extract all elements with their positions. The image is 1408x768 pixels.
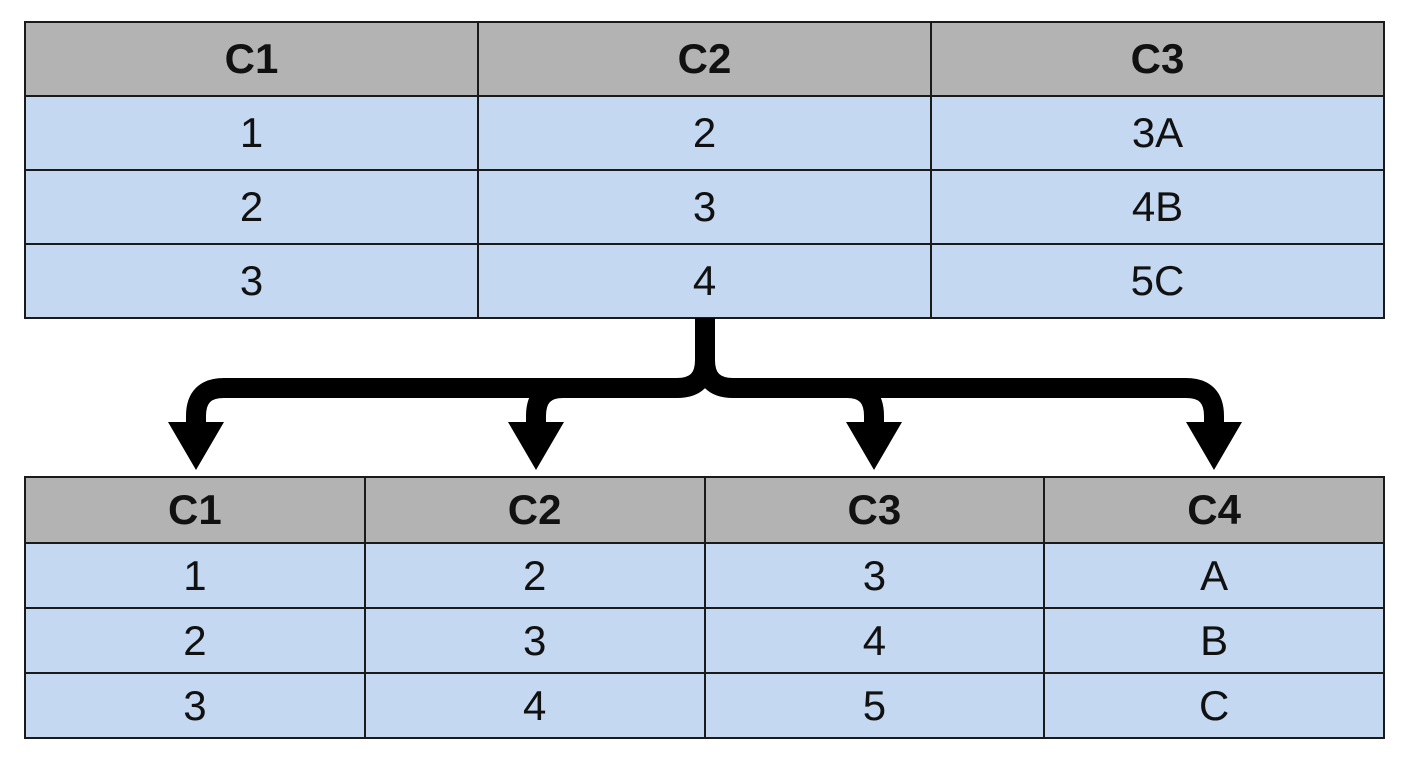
- source-cell: 4B: [930, 169, 1385, 245]
- source-cell: 5C: [930, 243, 1385, 319]
- source-row: 1 2 3A: [24, 95, 1385, 171]
- result-cell: B: [1043, 607, 1385, 674]
- source-header-row: C1 C2 C3: [24, 21, 1385, 97]
- source-cell: 3A: [930, 95, 1385, 171]
- result-cell: C: [1043, 672, 1385, 739]
- source-cell: 2: [24, 169, 479, 245]
- result-cell: 3: [363, 607, 706, 674]
- trunk-line: [186, 318, 715, 428]
- source-cell: 3: [477, 169, 932, 245]
- source-row: 2 3 4B: [24, 169, 1385, 245]
- source-cell: 3: [24, 243, 479, 319]
- source-row: 3 4 5C: [24, 243, 1385, 319]
- arrowhead-icon: [1186, 422, 1242, 470]
- result-cell: 2: [24, 607, 366, 674]
- result-cell: A: [1043, 542, 1385, 609]
- branch-line: [526, 378, 564, 428]
- result-row: 1 2 3 A: [24, 542, 1385, 609]
- source-table: C1 C2 C3 1 2 3A 2 3 4B 3 4 5C: [24, 21, 1385, 319]
- result-row: 3 4 5 C: [24, 672, 1385, 739]
- branch-line: [695, 359, 1224, 428]
- source-cell: 4: [477, 243, 932, 319]
- source-header-c1: C1: [24, 21, 479, 97]
- source-header-c3: C3: [930, 21, 1385, 97]
- result-cell: 4: [363, 672, 706, 739]
- result-cell: 3: [24, 672, 366, 739]
- arrowhead-icon: [846, 422, 902, 470]
- result-header-c4: C4: [1043, 476, 1385, 544]
- branch-line: [846, 378, 884, 428]
- arrowhead-icon: [168, 422, 224, 470]
- result-cell: 3: [703, 542, 1046, 609]
- result-header-c3: C3: [703, 476, 1046, 544]
- result-row: 2 3 4 B: [24, 607, 1385, 674]
- result-header-c2: C2: [363, 476, 706, 544]
- source-cell: 2: [477, 95, 932, 171]
- arrowhead-icon: [508, 422, 564, 470]
- result-cell: 2: [363, 542, 706, 609]
- source-cell: 1: [24, 95, 479, 171]
- result-header-c1: C1: [24, 476, 366, 544]
- result-cell: 4: [703, 607, 1046, 674]
- result-header-row: C1 C2 C3 C4: [24, 476, 1385, 544]
- result-cell: 5: [703, 672, 1046, 739]
- result-cell: 1: [24, 542, 366, 609]
- source-header-c2: C2: [477, 21, 932, 97]
- result-table: C1 C2 C3 C4 1 2 3 A 2 3 4 B 3 4 5: [24, 476, 1385, 739]
